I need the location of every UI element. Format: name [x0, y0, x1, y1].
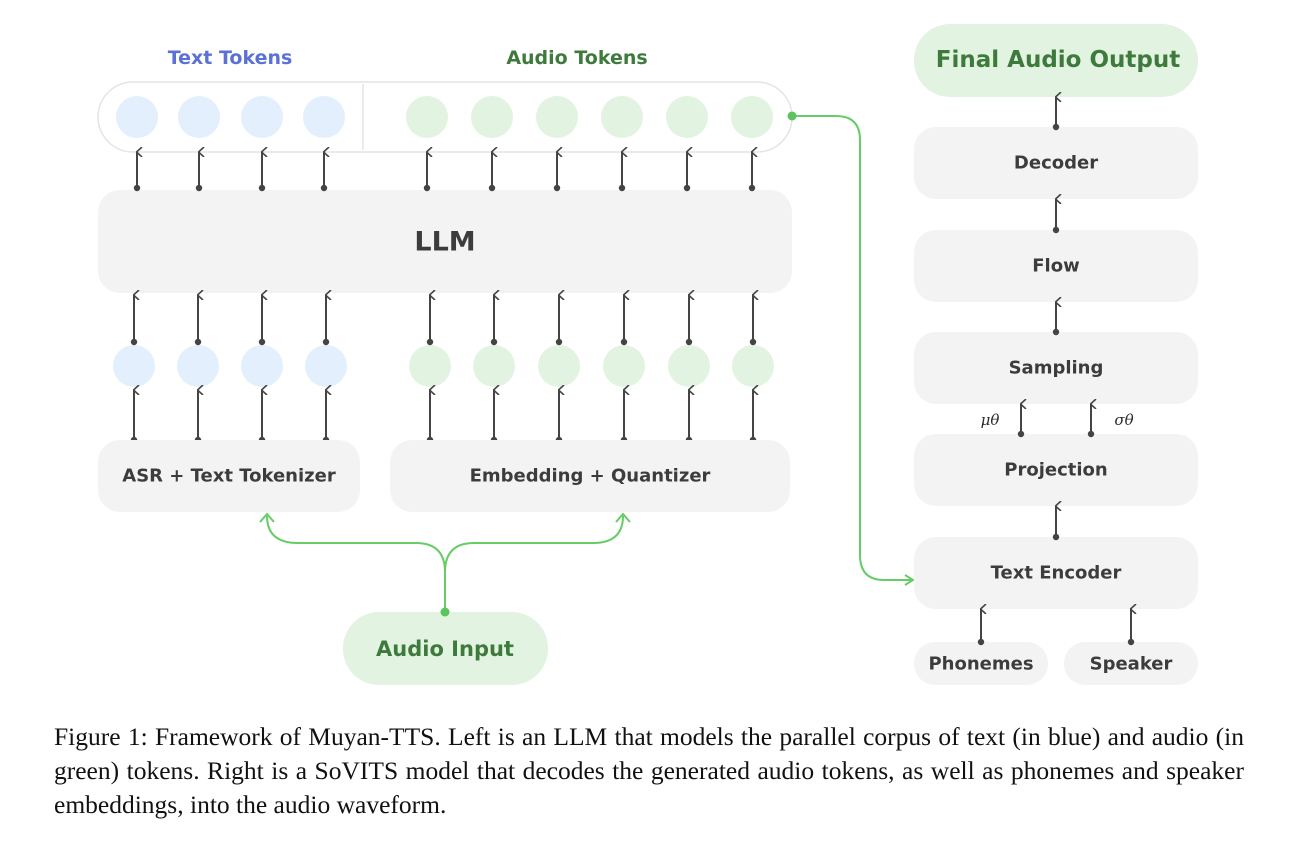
text-tokens-label: Text Tokens [168, 47, 293, 69]
input-text-token [241, 345, 283, 387]
phonemes-box [914, 642, 1048, 685]
text-encoder-label: Text Encoder [991, 563, 1122, 584]
output-text-token [241, 96, 283, 138]
output-text-token [303, 96, 345, 138]
asr-tokenizer-label: ASR + Text Tokenizer [122, 466, 336, 487]
llm-to-token-arrow-dot [748, 184, 756, 192]
input-text-token [305, 345, 347, 387]
token-to-llm-arrow-dot [685, 338, 693, 346]
text-encoder-box [914, 537, 1198, 609]
llm-to-token-arrow-dot [133, 184, 141, 192]
llm-to-token-arrow-dot [423, 184, 431, 192]
flow-box [914, 230, 1198, 302]
mu-theta-label: μθ [981, 411, 1000, 429]
llm-box [98, 190, 792, 293]
framework-diagram: Text Tokens Audio Tokens LLM ASR + Text … [97, 24, 1198, 685]
token-to-llm-arrow-dot [426, 338, 434, 346]
input-text-token [113, 345, 155, 387]
llm-to-token-arrow-dot [258, 184, 266, 192]
audio-tokens-label: Audio Tokens [506, 47, 647, 69]
final-audio-output-label: Final Audio Output [936, 47, 1180, 73]
input-audio-token [732, 345, 774, 387]
token-to-llm-arrow-dot [555, 338, 563, 346]
decoder-to-output-arrow-dot [1052, 123, 1060, 131]
embedding-quantizer-label: Embedding + Quantizer [470, 466, 711, 487]
token-to-llm-arrow-dot [194, 338, 202, 346]
output-text-token [178, 96, 220, 138]
flow-to-decoder-arrow-dot [1052, 226, 1060, 234]
phonemes-label: Phonemes [928, 654, 1033, 675]
audio-input-label: Audio Input [376, 637, 514, 661]
embedding-quantizer-box [390, 440, 790, 512]
input-audio-token [538, 345, 580, 387]
speaker-to-encoder-arrow-dot [1127, 638, 1135, 646]
projection-box [914, 434, 1198, 506]
token-to-llm-arrow-dot [490, 338, 498, 346]
input-audio-token [603, 345, 645, 387]
audio-to-asr-arrow [266, 515, 446, 612]
input-tokens [113, 345, 774, 387]
llm-to-token-arrow-dot [195, 184, 203, 192]
decoder-label: Decoder [1014, 153, 1098, 174]
output-audio-token [731, 96, 773, 138]
encoder-to-projection-arrow-dot [1052, 533, 1060, 541]
token-to-llm-arrow-dot [258, 338, 266, 346]
embedding-arrow-head [615, 512, 631, 523]
llm-to-token-arrow-dot [618, 184, 626, 192]
projection-label: Projection [1004, 460, 1107, 481]
asr-arrow-head [259, 512, 275, 523]
token-to-llm-arrow-dot [130, 338, 138, 346]
output-audio-token [601, 96, 643, 138]
final-audio-output-box [914, 24, 1198, 97]
sampling-to-flow-arrow-dot [1052, 328, 1060, 336]
output-audio-token [666, 96, 708, 138]
output-audio-token [471, 96, 513, 138]
input-text-token [177, 345, 219, 387]
sigma-theta-label: σθ [1114, 411, 1133, 429]
audio-input-box [343, 612, 548, 685]
token-to-llm-arrow-dot [322, 338, 330, 346]
output-tokens [116, 96, 773, 138]
input-audio-token [668, 345, 710, 387]
output-text-token [116, 96, 158, 138]
llm-label: LLM [414, 227, 475, 258]
audio-tokens-to-encoder-arrow [792, 115, 915, 586]
input-audio-token [409, 345, 451, 387]
speaker-box [1064, 642, 1198, 685]
llm-to-token-arrow-dot [320, 184, 328, 192]
sampling-box [914, 332, 1198, 404]
input-audio-token [473, 345, 515, 387]
sampling-label: Sampling [1009, 358, 1104, 379]
figure-caption: Figure 1: Framework of Muyan-TTS. Left i… [54, 722, 1244, 819]
phonemes-to-encoder-arrow-dot [977, 638, 985, 646]
flow-label: Flow [1032, 256, 1079, 277]
audio-to-embedding-arrow [444, 515, 624, 573]
llm-to-token-arrow-dot [553, 184, 561, 192]
token-to-llm-arrow-dot [749, 338, 757, 346]
asr-tokenizer-box [98, 440, 360, 512]
output-audio-token [406, 96, 448, 138]
projection-sigma-arrow-dot [1087, 430, 1095, 438]
speaker-label: Speaker [1090, 654, 1173, 675]
llm-to-token-arrow-dot [488, 184, 496, 192]
projection-mu-arrow-dot [1017, 430, 1025, 438]
decoder-box [914, 127, 1198, 199]
audio-input-dot [440, 607, 450, 617]
token-to-llm-arrow-dot [620, 338, 628, 346]
right-stack-arrows [977, 97, 1135, 646]
audio-tokens-dot [787, 111, 797, 121]
output-audio-token [536, 96, 578, 138]
llm-to-token-arrow-dot [683, 184, 691, 192]
